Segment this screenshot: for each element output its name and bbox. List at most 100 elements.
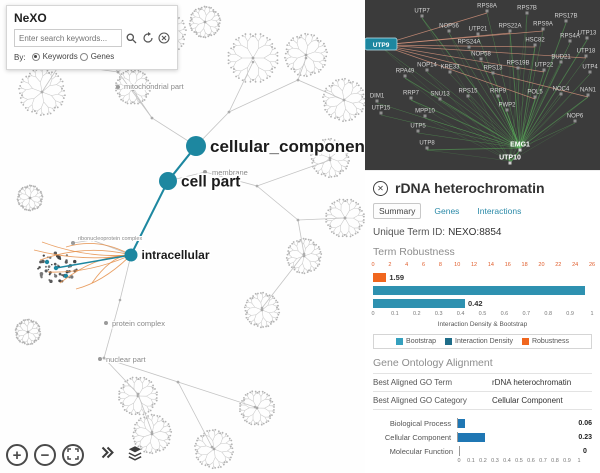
network-node-label: POL5: [527, 90, 543, 96]
go-row-value: rDNA heterochromatin: [492, 378, 572, 387]
network-node[interactable]: DIM1: [370, 94, 385, 103]
tree-node-cellular_component[interactable]: cellular_component: [186, 135, 365, 158]
category-bar: [458, 418, 466, 428]
network-node-label: UTP22: [535, 63, 554, 69]
network-node[interactable]: NOP14: [417, 63, 437, 72]
go-row-label: Best Aligned GO Category: [373, 396, 467, 405]
network-node-label: NOP56: [439, 24, 459, 30]
network-node-label: RPS9A: [533, 22, 553, 28]
network-node[interactable]: MPP10: [415, 109, 435, 118]
clear-icon[interactable]: [157, 32, 170, 45]
network-node[interactable]: NOP58: [471, 52, 491, 61]
network-node[interactable]: UTP18: [577, 49, 596, 58]
zoom-out-button[interactable]: −: [34, 444, 56, 466]
tree-cluster: [284, 32, 328, 78]
refresh-icon[interactable]: [141, 32, 154, 45]
network-node-label: UTP13: [578, 31, 597, 37]
network-node[interactable]: RPS15: [458, 89, 478, 98]
network-node[interactable]: UTP10: [499, 155, 521, 165]
network-node[interactable]: UTP5: [410, 124, 426, 133]
network-node[interactable]: UTP15: [372, 106, 391, 115]
axis-tick: 10: [454, 262, 461, 268]
fit-view-icon: [67, 447, 79, 464]
unique-term-id-row: Unique Term ID:NEXO:8854: [373, 227, 592, 238]
network-node[interactable]: KRE33: [440, 65, 460, 74]
bar-row: 1.59: [373, 272, 592, 283]
tab-genes[interactable]: Genes: [434, 206, 460, 216]
legend-label: Bootstrap: [406, 338, 436, 345]
network-node[interactable]: PWP2: [498, 103, 516, 112]
network-node[interactable]: UTP22: [535, 63, 554, 72]
network-node-label: BUD21: [551, 55, 571, 61]
network-node-label: RPS13: [483, 66, 503, 72]
axis-tick: 22: [555, 262, 562, 268]
network-node-selected[interactable]: UTP9: [364, 37, 398, 51]
search-input[interactable]: [14, 29, 122, 47]
network-node[interactable]: RPS8A: [477, 4, 497, 13]
network-node-label: UTP15: [372, 106, 391, 112]
network-node[interactable]: RRP7: [403, 91, 420, 100]
network-node[interactable]: RPS22A: [498, 24, 522, 33]
network-node[interactable]: NAN1: [580, 88, 597, 97]
search-by-genes[interactable]: Genes: [79, 52, 114, 61]
network-node[interactable]: RPA49: [396, 69, 415, 78]
network-node[interactable]: UTP13: [578, 31, 597, 40]
tab-interactions[interactable]: Interactions: [477, 206, 522, 216]
search-icon[interactable]: [125, 32, 138, 45]
legend-item: Interaction Density: [445, 338, 513, 345]
network-node[interactable]: RPS7B: [517, 6, 537, 15]
network-node[interactable]: RPS24A: [457, 40, 481, 49]
network-node[interactable]: UTP7: [414, 9, 430, 18]
network-node[interactable]: SNU13: [430, 92, 450, 101]
network-node[interactable]: RRP9: [490, 89, 507, 98]
network-node[interactable]: NOP56: [439, 24, 459, 33]
tree-node-intracellular[interactable]: intracellular: [124, 246, 212, 264]
tree-branch-label: protein complex: [112, 319, 165, 328]
search-by-keywords[interactable]: Keywords: [31, 52, 78, 61]
tree-cluster: [18, 67, 66, 117]
axis-tick: 0.5: [478, 311, 487, 317]
network-node[interactable]: RPS4A: [560, 34, 580, 43]
network-node[interactable]: EMG1: [510, 142, 530, 152]
highlight-edges: [33, 241, 132, 290]
network-node[interactable]: RPS19B: [506, 61, 530, 70]
axis-tick: 20: [538, 262, 545, 268]
network-node[interactable]: UTP21: [469, 27, 488, 36]
category-bar-track: [457, 418, 575, 428]
tree-branch-labels: mitochondrial partmembraneribonucleoprot…: [71, 81, 249, 365]
legend-swatch: [521, 338, 529, 345]
network-node[interactable]: POL5: [527, 90, 543, 99]
network-node[interactable]: NOC4: [553, 87, 570, 96]
close-details-icon[interactable]: ✕: [373, 180, 388, 196]
tree-cluster: [322, 77, 365, 123]
axis-tick: 0.3: [491, 458, 499, 464]
zoom-in-button[interactable]: +: [6, 444, 28, 466]
tree-node-cell-part[interactable]: cell part: [159, 172, 242, 192]
network-node-label: UTP21: [469, 27, 488, 33]
network-node-label: RRP9: [490, 89, 507, 95]
tree-cluster: [16, 184, 44, 212]
layers-button[interactable]: [124, 444, 146, 466]
network-node[interactable]: UTP8: [419, 141, 435, 150]
tab-summary[interactable]: Summary: [373, 203, 422, 219]
network-node-label: UTP10: [499, 155, 521, 162]
network-node[interactable]: RPS17B: [554, 14, 578, 23]
network-node[interactable]: RPS9A: [533, 22, 553, 31]
network-node[interactable]: HSC82: [525, 38, 545, 47]
layers-icon: [127, 445, 143, 466]
fit-view-button[interactable]: [62, 444, 84, 466]
network-node[interactable]: UTP4: [582, 65, 598, 74]
bar-row: 0.42: [373, 298, 592, 309]
bootstrap-bar: [373, 286, 586, 295]
network-node-label: RRP7: [403, 91, 420, 97]
ontology-tree-canvas[interactable]: mitochondrial partmembraneribonucleoprot…: [0, 0, 365, 473]
expand-selection-button[interactable]: [96, 444, 118, 466]
network-node[interactable]: BUD21: [551, 55, 571, 64]
network-node[interactable]: NOP6: [567, 114, 584, 123]
network-node[interactable]: RPS13: [483, 66, 503, 75]
